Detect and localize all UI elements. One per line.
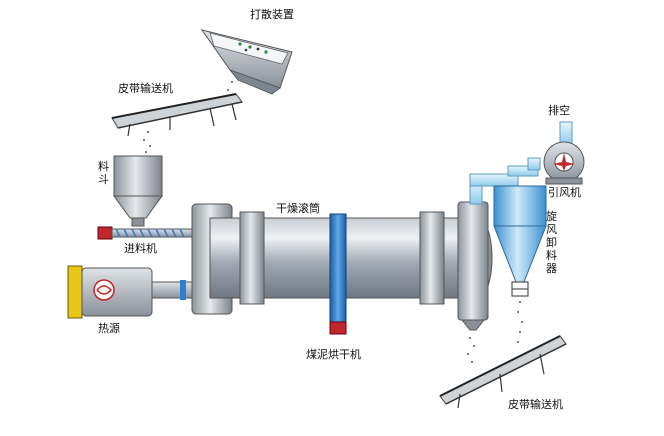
label-cyclone: 旋风卸料器: [546, 210, 557, 275]
hopper-unit: [113, 155, 163, 227]
label-heat-source: 热源: [98, 322, 120, 335]
drying-drum: [191, 201, 493, 335]
feeder-unit: [97, 226, 197, 240]
fan-unit: [543, 121, 585, 185]
label-hopper: 料斗: [98, 160, 109, 186]
label-exhaust: 排空: [548, 104, 570, 117]
label-fan: 引风机: [548, 186, 581, 199]
disperser-unit: [200, 29, 293, 95]
conveyor-top: [111, 93, 243, 137]
label-dryer: 煤泥烘干机: [306, 348, 361, 361]
label-conveyor-top: 皮带输送机: [118, 82, 173, 95]
label-feeder: 进料机: [124, 242, 157, 255]
label-disperser: 打散装置: [250, 8, 294, 21]
label-conveyor-bottom: 皮带输送机: [508, 398, 563, 411]
cyclone-unit: [469, 157, 547, 297]
conveyor-bottom: [439, 335, 567, 409]
label-drum: 干燥滚筒: [276, 202, 320, 215]
heat-source-unit: [67, 265, 193, 319]
particles-bottom: [467, 301, 523, 363]
